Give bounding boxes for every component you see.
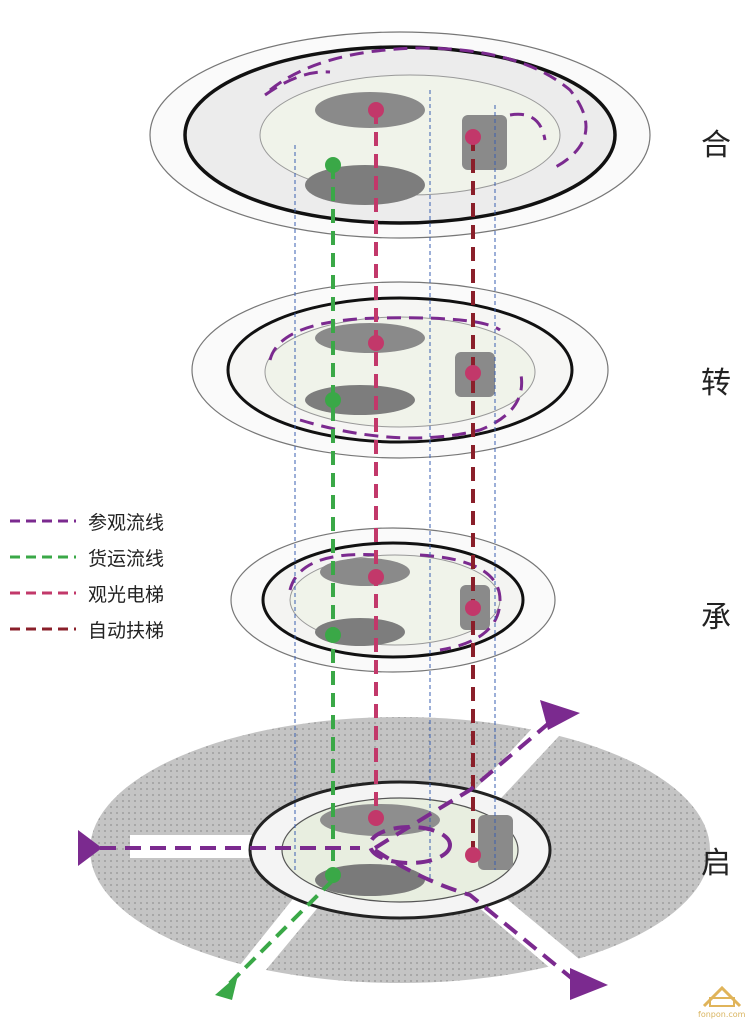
visitor-exit-arrow-se (570, 968, 608, 1000)
stage-label-cheng: 承 (701, 600, 731, 635)
legend-label: 参观流线 (88, 511, 165, 534)
legend-label: 自动扶梯 (88, 619, 165, 642)
legend-label: 观光电梯 (88, 583, 165, 606)
ground-level (90, 717, 710, 995)
legend-item-visitor: 参观流线 (8, 503, 164, 539)
visitor-entry-arrow (78, 830, 102, 866)
legend: 参观流线 货运流线 观光电梯 自动扶梯 (8, 503, 164, 647)
freight-line (215, 157, 341, 1000)
stage-label-qi: 启 (701, 846, 731, 881)
legend-item-freight: 货运流线 (8, 539, 164, 575)
visitor-ground-flow (100, 716, 582, 987)
stage-label-zhuan: 转 (701, 366, 731, 401)
level-zhuan (191, 281, 609, 459)
elevator-line (368, 102, 384, 826)
legend-label: 货运流线 (88, 547, 165, 570)
legend-item-escalator: 自动扶梯 (8, 611, 164, 647)
legend-item-elevator: 观光电梯 (8, 575, 164, 611)
road-southeast (470, 885, 590, 985)
dashed-line-icon (10, 591, 76, 595)
visitor-exit-arrow-ne (540, 700, 580, 730)
vertical-guides (294, 90, 496, 880)
escalator-line (465, 129, 481, 863)
road-northeast (470, 720, 560, 810)
watermark-text: fonpon.com (698, 1010, 746, 1019)
dashed-line-icon (10, 555, 76, 559)
ground-room-2 (315, 864, 425, 896)
level-he (149, 31, 651, 239)
dashed-line-icon (10, 519, 76, 523)
level-cheng (230, 527, 556, 673)
dashed-line-icon (10, 627, 76, 631)
watermark-logo (700, 984, 744, 1010)
stage-label-he: 合 (701, 128, 731, 163)
